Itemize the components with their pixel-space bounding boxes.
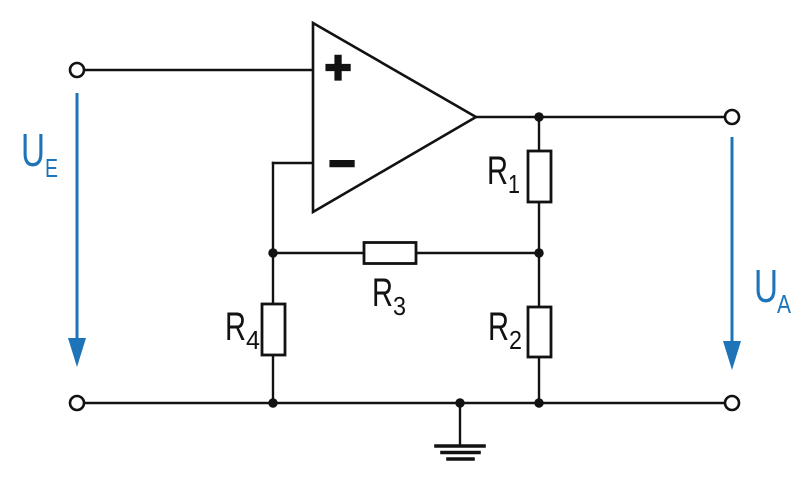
output-terminal-top <box>723 108 741 126</box>
opamp-plus-label: + <box>325 41 352 93</box>
output-terminal-bottom <box>723 394 741 412</box>
junction-dot-feedback-right <box>534 248 544 258</box>
resistor-r3-body <box>362 241 418 265</box>
junction-dot-ground <box>455 398 465 408</box>
input-terminal-top <box>68 61 86 79</box>
opamp-body <box>311 20 479 215</box>
ground-icon <box>434 401 486 461</box>
resistor-r2-label: R2 <box>488 305 522 355</box>
circuit-wiring <box>68 20 741 461</box>
junction-dot-r4-bottom <box>268 398 278 408</box>
ua-label: UA <box>754 260 792 319</box>
opamp-minus-label: − <box>329 137 356 189</box>
resistor-r3-label: R3 <box>372 271 406 321</box>
junction-dot-output <box>534 112 544 122</box>
junction-dot-r2-bottom <box>534 398 544 408</box>
ue-label: UE <box>21 124 58 183</box>
junction-dot-feedback-left <box>268 248 278 258</box>
ue-arrowhead-icon <box>68 338 86 367</box>
resistor-r4-body <box>260 302 287 357</box>
resistor-r1-body <box>526 149 553 204</box>
resistor-r4-label: R4 <box>225 305 260 355</box>
output-voltage-annotation: UA <box>723 137 792 370</box>
input-voltage-annotation: UE <box>21 93 86 367</box>
input-terminal-bottom <box>68 394 86 412</box>
resistor-r2-body <box>526 305 553 359</box>
ua-arrowhead-icon <box>723 341 741 370</box>
resistor-r1-label: R1 <box>487 149 520 199</box>
